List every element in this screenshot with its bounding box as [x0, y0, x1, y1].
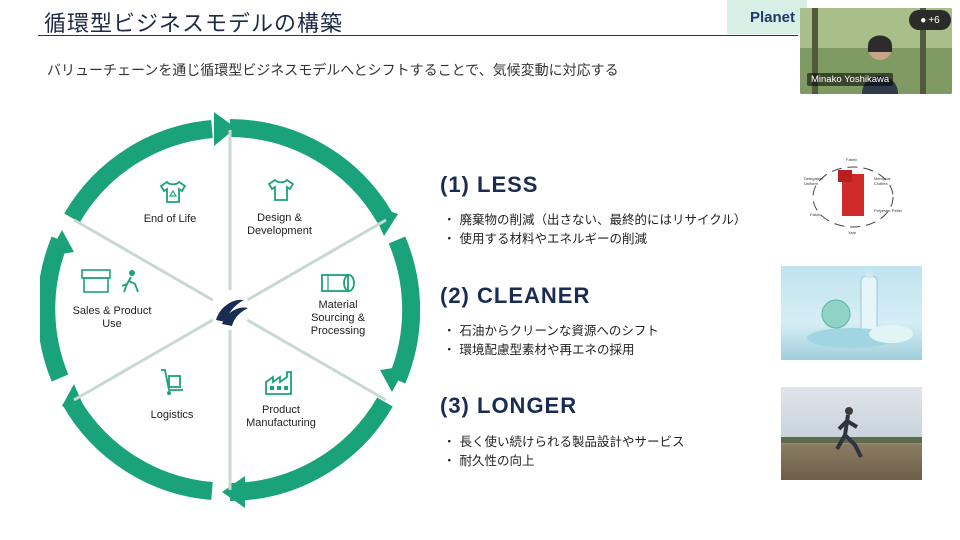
person-icon: ● [920, 14, 927, 26]
segment-label-logistics: Logistics [150, 409, 194, 421]
bullet-cleaner-1: ・ 石油からクリーンな資源へのシフト [443, 323, 659, 338]
tshirt-icon [267, 178, 295, 201]
hand-truck-icon [161, 369, 183, 395]
diagram-label-pellet: Polyester Pellet [874, 208, 902, 213]
diagram-label-fabric-top: Fabric [846, 157, 858, 162]
slide-title: 循環型ビジネスモデルの構築 [44, 12, 344, 37]
title-divider [38, 35, 798, 36]
wheel-dividers [73, 130, 387, 490]
recycle-shirt-icon [159, 180, 187, 203]
fabric-roll-icon [321, 274, 355, 292]
wheel-ring [40, 112, 420, 508]
bullet-longer-2: ・ 耐久性の向上 [443, 453, 535, 468]
recycle-loop-diagram: Fabric Memorial Clothes Polyester Pellet… [802, 156, 904, 238]
runner-photo [781, 387, 922, 480]
store-runner-icon [81, 269, 139, 293]
asics-logo-icon [210, 290, 250, 330]
factory-icon [265, 371, 292, 395]
segment-label-design-development: Design &Development [247, 212, 312, 237]
slide-subtitle: バリューチェーンを通じ循環型ビジネスモデルへとシフトすることで、気候変動に対応す… [47, 63, 619, 79]
participant-name: Minako Yoshikawa [807, 73, 894, 86]
section-heading-less: (1) LESS [440, 172, 539, 197]
diagram-label-uniform: Delegation Uniform [804, 176, 824, 186]
participants-button[interactable]: ● +6 [909, 10, 951, 30]
recycled-bottles-photo [781, 266, 922, 360]
bullet-less-2: ・ 使用する材料やエネルギーの削減 [443, 231, 647, 246]
diagram-label-fabric-left: Fabric [810, 212, 822, 217]
segment-label-end-of-life: End of Life [143, 213, 197, 225]
diagram-label-memorial: Memorial Clothes [874, 176, 891, 186]
participant-count: +6 [928, 14, 940, 26]
planet-tab [727, 0, 807, 34]
bullet-longer-1: ・ 長く使い続けられる製品設計やサービス [443, 434, 685, 449]
bullet-cleaner-2: ・ 環境配慮型素材や再エネの採用 [443, 342, 635, 357]
section-heading-longer: (3) LONGER [440, 393, 578, 418]
bullet-less-1: ・ 廃棄物の削減（出さない、最終的にはリサイクル） [443, 212, 747, 227]
value-chain-wheel [40, 112, 420, 508]
planet-tab-label: Planet [750, 9, 796, 26]
section-heading-cleaner: (2) CLEANER [440, 283, 591, 308]
diagram-label-yarn: Yarn [848, 230, 857, 235]
